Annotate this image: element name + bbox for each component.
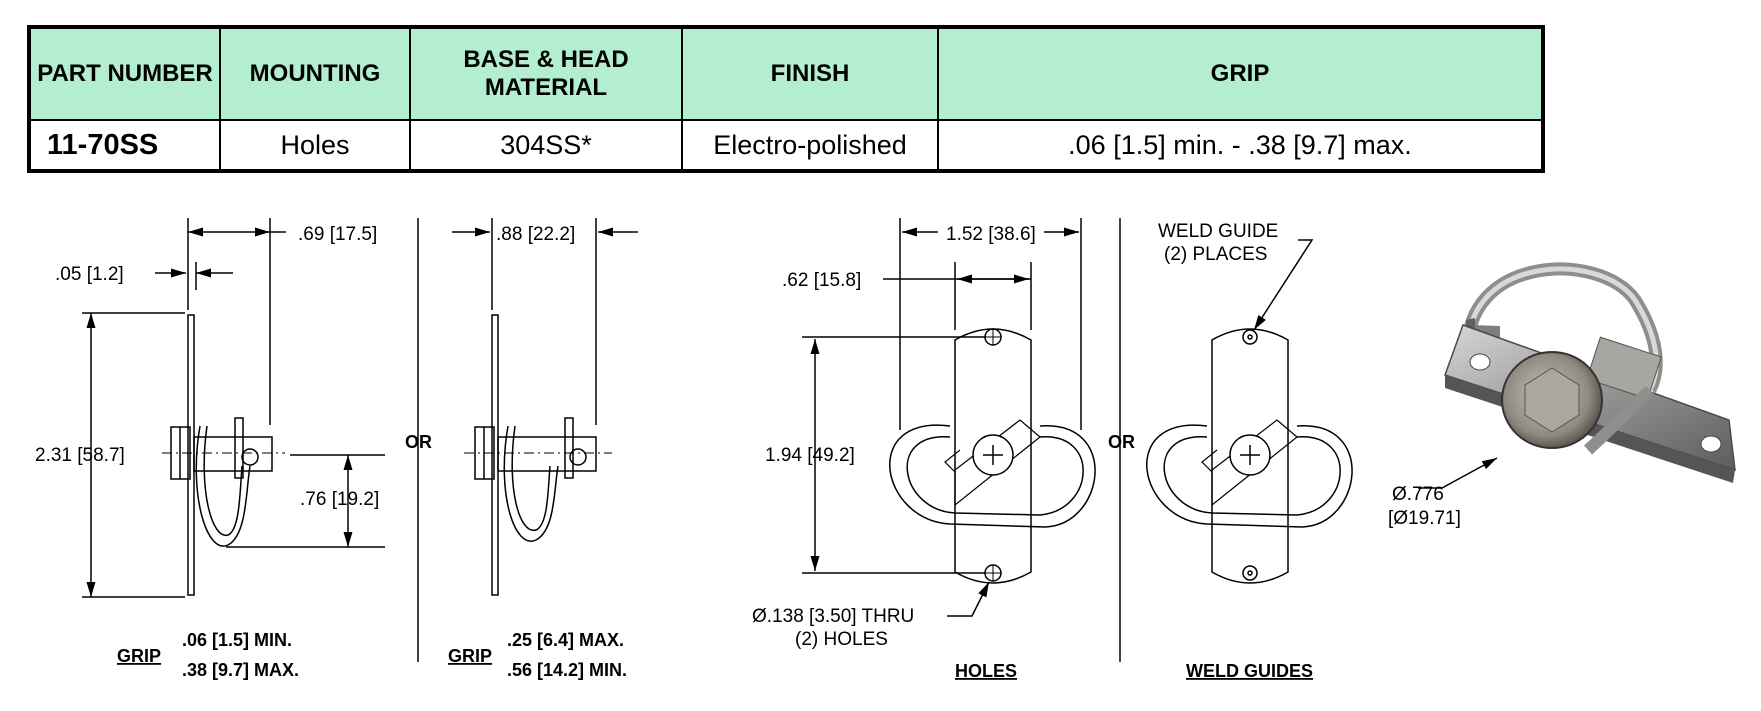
- header-part-number: PART NUMBER: [28, 26, 221, 121]
- header-grip: GRIP: [937, 26, 1544, 121]
- or-label-2: OR: [1108, 432, 1135, 452]
- hole-note-line1: Ø.138 [3.50] THRU: [752, 606, 914, 627]
- weld-callout-line1: WELD GUIDE: [1158, 221, 1278, 242]
- weld-callout-line2: (2) PLACES: [1164, 244, 1267, 265]
- cell-grip: .06 [1.5] min. - .38 [9.7] max.: [937, 119, 1544, 172]
- dim-width-holes: 1.52 [38.6]: [946, 224, 1036, 245]
- caption-weld-guides: WELD GUIDES: [1186, 661, 1313, 681]
- table-row: 11-70SS Holes 304SS* Electro-polished .0…: [28, 119, 1544, 172]
- holes-view: [802, 218, 1096, 617]
- dim-width-min: .69 [17.5]: [298, 224, 377, 245]
- dim-width-max: .88 [22.2]: [496, 224, 575, 245]
- cell-finish: Electro-polished: [681, 119, 939, 172]
- dim-hole-spacing: 1.94 [49.2]: [765, 445, 855, 466]
- hole-note-line2: (2) HOLES: [795, 629, 888, 650]
- grip-min-line2: .38 [9.7] MAX.: [182, 660, 299, 680]
- dim-plate-width: .62 [15.8]: [782, 270, 861, 291]
- grip-max-line2: .56 [14.2] MIN.: [507, 660, 627, 680]
- photo-callout-leader: [1418, 457, 1498, 489]
- dim-offset: .76 [19.2]: [300, 489, 379, 510]
- grip-min-line1: .06 [1.5] MIN.: [182, 630, 292, 650]
- photo-diameter-line2: [Ø19.71]: [1388, 508, 1461, 529]
- header-finish: FINISH: [681, 26, 939, 121]
- grip-label-min: GRIP: [117, 646, 161, 666]
- cell-part-number: 11-70SS: [28, 119, 221, 172]
- grip-max-line1: .25 [6.4] MAX.: [507, 630, 624, 650]
- photo-diameter-line1: Ø.776: [1392, 484, 1444, 505]
- dim-height: 2.31 [58.7]: [35, 445, 125, 466]
- cell-material: 304SS*: [409, 119, 683, 172]
- cell-mounting: Holes: [219, 119, 411, 172]
- header-material-line1: BASE & HEAD: [463, 46, 629, 73]
- grip-label-max: GRIP: [448, 646, 492, 666]
- header-material-line2: MATERIAL: [484, 74, 608, 101]
- header-mounting: MOUNTING: [219, 26, 411, 121]
- side-view-min: [82, 218, 385, 598]
- dim-plate-thickness: .05 [1.2]: [55, 264, 124, 285]
- caption-holes: HOLES: [955, 661, 1017, 681]
- weld-guides-view: [1146, 239, 1353, 584]
- product-photo: [1444, 262, 1736, 483]
- side-view-max: [452, 218, 638, 596]
- or-label-1: OR: [405, 432, 432, 452]
